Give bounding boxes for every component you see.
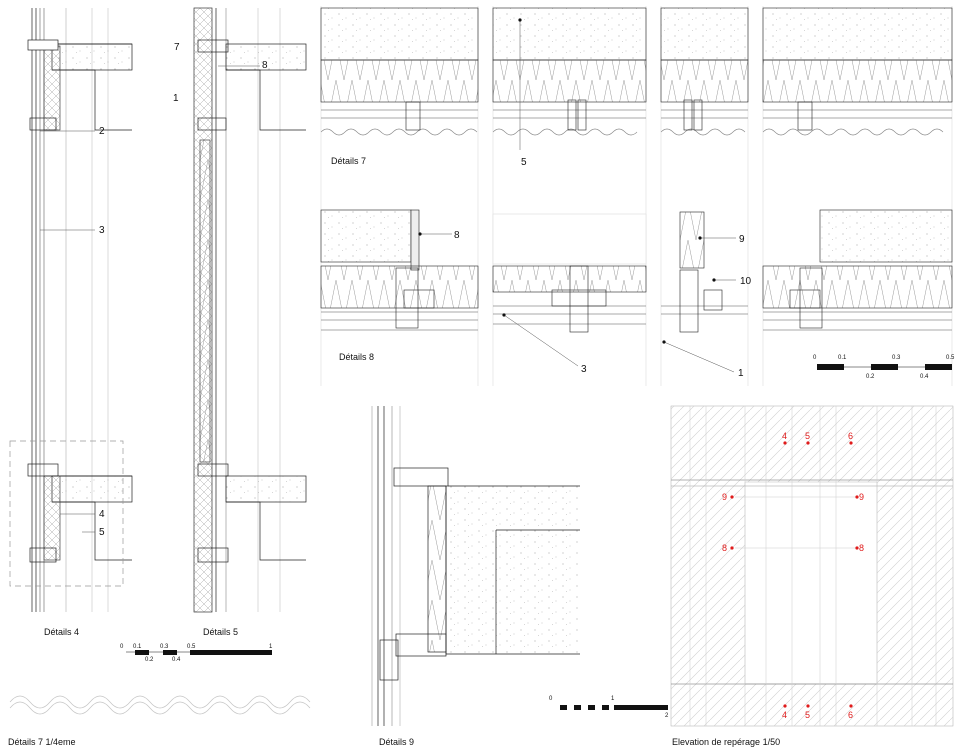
elev-mark-top-5: 5 — [805, 431, 811, 441]
scale-bar-small — [126, 650, 272, 655]
details-7-8-panels — [320, 6, 953, 386]
callout-d5-7: 7 — [174, 42, 180, 53]
elev-mark-8-left: 8 — [722, 543, 728, 553]
caption-details-4: Détails 4 — [44, 627, 80, 637]
elevation-plan — [670, 405, 954, 727]
caption-details-7: Détails 7 — [331, 156, 367, 166]
scale-small-label: 0.5 — [187, 644, 196, 650]
scale-small-label: 0.2 — [145, 657, 154, 663]
callout-d4-3: 3 — [99, 225, 105, 236]
elev-mark-top-6: 6 — [848, 431, 854, 441]
callout-top-1: 1 — [738, 368, 744, 379]
scale-right-label: 0.2 — [866, 374, 875, 380]
caption-elevation: Elevation de repérage 1/50 — [672, 737, 781, 747]
scale-bar-right — [817, 364, 952, 370]
elev-mark-9-right: 9 — [859, 492, 865, 502]
callout-top-9: 9 — [739, 234, 745, 245]
callout-d5-8: 8 — [262, 60, 268, 71]
callout-top-3: 3 — [581, 364, 587, 375]
detail-4-section — [9, 8, 133, 612]
elev-mark-bottom-6: 6 — [848, 710, 854, 720]
scale-small-label: 0.1 — [133, 644, 142, 650]
scale-small-label: 0.3 — [160, 644, 169, 650]
detail-5-section — [193, 7, 307, 613]
scale-right-label: 0.1 — [838, 355, 847, 361]
callout-top-5: 5 — [521, 157, 527, 168]
scale-small-label: 0.4 — [172, 657, 181, 663]
callout-d4-2: 2 — [99, 126, 105, 137]
callout-d4-5: 5 — [99, 527, 105, 538]
wave-ornament — [9, 695, 311, 715]
scale-right-label: 0 — [813, 355, 817, 361]
elev-mark-top-4: 4 — [782, 431, 788, 441]
elev-mark-9-left: 9 — [722, 492, 728, 502]
caption-details-5: Détails 5 — [203, 627, 239, 637]
detail-9-section — [371, 406, 580, 726]
scale-elev-label: 0 — [549, 696, 553, 702]
caption-details-8: Détails 8 — [339, 352, 375, 362]
elev-mark-8-right: 8 — [859, 543, 865, 553]
caption-details-9: Détails 9 — [379, 737, 415, 747]
elev-mark-bottom-5: 5 — [805, 710, 811, 720]
callout-top-10: 10 — [740, 276, 752, 287]
scale-elev-label: 2 — [665, 713, 669, 719]
scale-elev-label: 1 — [611, 696, 615, 702]
elev-mark-bottom-4: 4 — [782, 710, 788, 720]
scale-bar-elevation — [560, 705, 668, 710]
scale-right-label: 0.4 — [920, 374, 929, 380]
scale-right-label: 0.3 — [892, 355, 901, 361]
callout-d4-4: 4 — [99, 509, 105, 520]
caption-details-7-quarter: Détails 7 1/4eme — [8, 737, 76, 747]
scale-small-label: 0 — [120, 644, 124, 650]
scale-right-label: 0.5 — [946, 355, 955, 361]
callout-top-8: 8 — [454, 230, 460, 241]
callout-d5-1: 1 — [173, 93, 179, 104]
scale-small-label: 1 — [269, 644, 273, 650]
